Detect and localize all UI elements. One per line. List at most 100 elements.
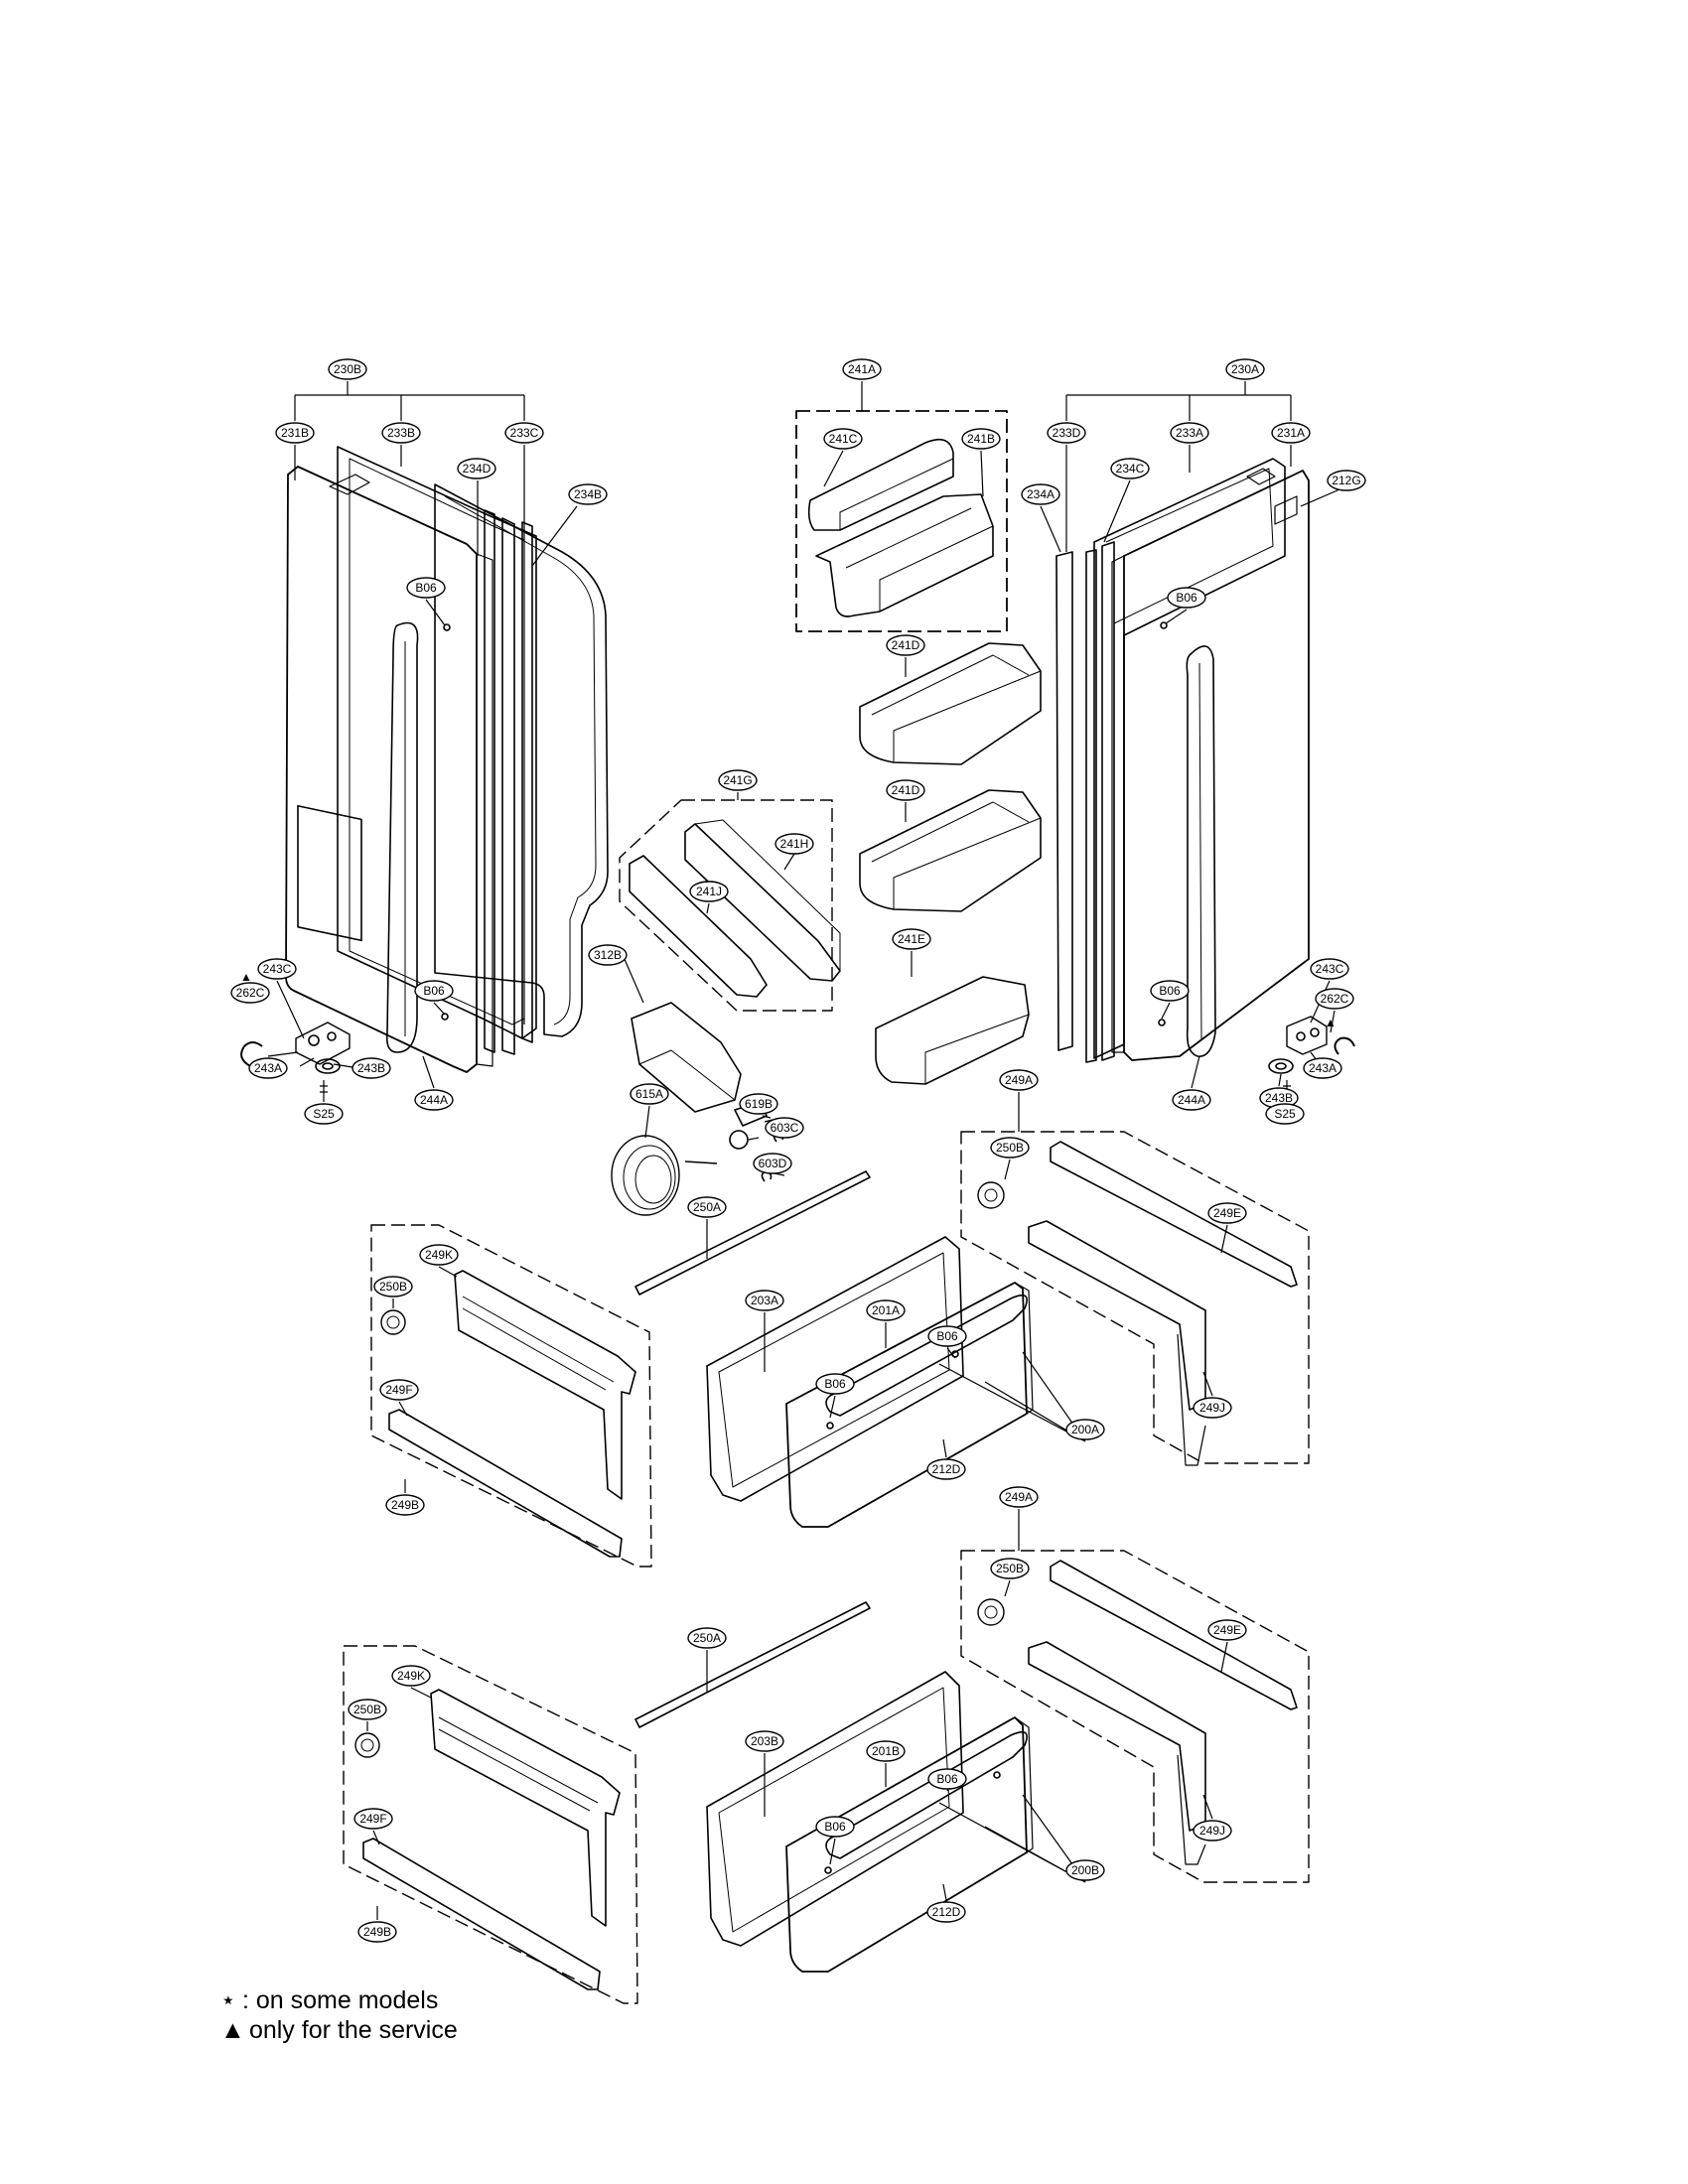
callout-oval bbox=[379, 1379, 419, 1401]
callout-241a: 241A bbox=[842, 358, 882, 380]
callout-oval bbox=[1271, 422, 1311, 444]
callout-oval bbox=[328, 358, 367, 380]
callout-234a: 234A bbox=[1021, 483, 1060, 505]
callout-text: 231B bbox=[281, 426, 309, 440]
door-bins bbox=[629, 438, 1042, 1113]
callout-oval bbox=[1065, 1419, 1105, 1440]
service-triangle-right: ▲ bbox=[1325, 1016, 1336, 1029]
callout-b06-d2b: B06 bbox=[815, 1816, 855, 1838]
callout-241g: 241G bbox=[718, 769, 758, 791]
callout-text: B06 bbox=[936, 1329, 958, 1343]
callout-text: 203B bbox=[751, 1734, 778, 1748]
callout-oval bbox=[1047, 422, 1086, 444]
callout-oval bbox=[886, 634, 925, 656]
callout-oval bbox=[999, 1486, 1039, 1508]
callout-text: 244A bbox=[1178, 1093, 1205, 1107]
callout-oval bbox=[504, 422, 544, 444]
callout-text: 619B bbox=[745, 1097, 773, 1111]
callout-oval bbox=[1303, 1057, 1342, 1079]
right-door-assembly bbox=[1055, 458, 1355, 1096]
callout-oval bbox=[1327, 470, 1366, 491]
callout-oval bbox=[1225, 358, 1265, 380]
callout-text: 233A bbox=[1176, 426, 1203, 440]
callout-oval bbox=[774, 833, 814, 855]
callout-text: 243B bbox=[1265, 1091, 1293, 1105]
callout-249a-2: 249A bbox=[999, 1486, 1039, 1508]
callout-249e-1: 249E bbox=[1207, 1202, 1247, 1224]
callout-201a: 201A bbox=[866, 1299, 906, 1321]
callout-text: 241A bbox=[848, 362, 876, 376]
callout-text: 241E bbox=[898, 932, 925, 946]
callout-oval bbox=[568, 483, 608, 505]
callout-249j-2: 249J bbox=[1193, 1820, 1232, 1842]
callout-text: 249K bbox=[425, 1248, 453, 1262]
callout-250b-l2: 250B bbox=[348, 1699, 387, 1720]
callout-oval bbox=[1110, 458, 1150, 479]
callout-b06-d1b: B06 bbox=[815, 1373, 855, 1395]
callout-243a-l: 243A bbox=[248, 1057, 288, 1079]
callout-250a-2: 250A bbox=[687, 1627, 727, 1649]
callout-243b-r: 243B bbox=[1259, 1087, 1299, 1109]
callout-text: 249F bbox=[359, 1812, 386, 1826]
callout-244a-r: 244A bbox=[1172, 1089, 1211, 1111]
callout-text: 241D bbox=[892, 783, 920, 797]
callout-oval bbox=[419, 1244, 459, 1266]
callout-249j-1: 249J bbox=[1193, 1397, 1232, 1419]
callout-text: 243A bbox=[254, 1061, 282, 1075]
callout-oval bbox=[866, 1740, 906, 1762]
callout-241b: 241B bbox=[961, 428, 1001, 450]
callout-oval bbox=[927, 1768, 967, 1790]
callout-244a-l: 244A bbox=[414, 1089, 454, 1111]
callout-text: 250A bbox=[693, 1200, 721, 1214]
callout-oval bbox=[689, 881, 729, 902]
callout-231a: 231A bbox=[1271, 422, 1311, 444]
callout-text: 249F bbox=[385, 1383, 412, 1397]
callout-233a: 233A bbox=[1170, 422, 1209, 444]
callout-text: 312B bbox=[594, 948, 622, 962]
callout-text: 241H bbox=[780, 837, 809, 851]
callout-oval bbox=[1207, 1202, 1247, 1224]
callout-250b-l1: 250B bbox=[373, 1276, 413, 1297]
callout-262c-r: 262C bbox=[1315, 988, 1354, 1010]
lower-left-rail-kit bbox=[343, 1645, 638, 2004]
callout-text: B06 bbox=[1159, 984, 1181, 998]
callout-234d: 234D bbox=[457, 458, 496, 479]
callout-oval bbox=[687, 1627, 727, 1649]
group-box-241g bbox=[619, 799, 833, 1012]
callout-text: B06 bbox=[824, 1820, 846, 1834]
callout-text: 243C bbox=[263, 962, 292, 976]
callout-241e: 241E bbox=[892, 928, 931, 950]
callout-oval bbox=[275, 422, 315, 444]
callout-text: 615A bbox=[635, 1087, 663, 1101]
callout-oval bbox=[352, 1057, 391, 1079]
callout-text: 241G bbox=[723, 773, 752, 787]
callout-oval bbox=[687, 1196, 727, 1218]
callout-249e-2: 249E bbox=[1207, 1619, 1247, 1641]
callout-text: 249J bbox=[1199, 1401, 1225, 1415]
callout-oval bbox=[926, 1901, 966, 1923]
callout-oval bbox=[414, 980, 454, 1002]
callout-text: 201A bbox=[872, 1303, 900, 1317]
callout-b06-rb: B06 bbox=[1150, 980, 1190, 1002]
callout-text: 234A bbox=[1027, 487, 1055, 501]
callout-text: S25 bbox=[313, 1107, 335, 1121]
callout-312b: 312B bbox=[588, 944, 628, 966]
callout-oval bbox=[753, 1153, 792, 1174]
callout-text: 243A bbox=[1309, 1061, 1336, 1075]
callout-241d2: 241D bbox=[886, 779, 925, 801]
callout-oval bbox=[230, 982, 270, 1004]
callout-oval bbox=[886, 779, 925, 801]
callout-oval bbox=[718, 769, 758, 791]
callout-text: 249E bbox=[1213, 1623, 1241, 1637]
callout-text: 250B bbox=[353, 1703, 381, 1716]
callout-text: 249J bbox=[1199, 1824, 1225, 1838]
legend: ⋆: on some models ▲ only for the service bbox=[220, 1985, 458, 2045]
callout-text: B06 bbox=[415, 581, 437, 595]
callout-233c: 233C bbox=[504, 422, 544, 444]
callout-231b: 231B bbox=[275, 422, 315, 444]
callout-text: B06 bbox=[936, 1772, 958, 1786]
callout-text: 249B bbox=[391, 1498, 419, 1512]
callout-text: 249A bbox=[1005, 1490, 1033, 1504]
